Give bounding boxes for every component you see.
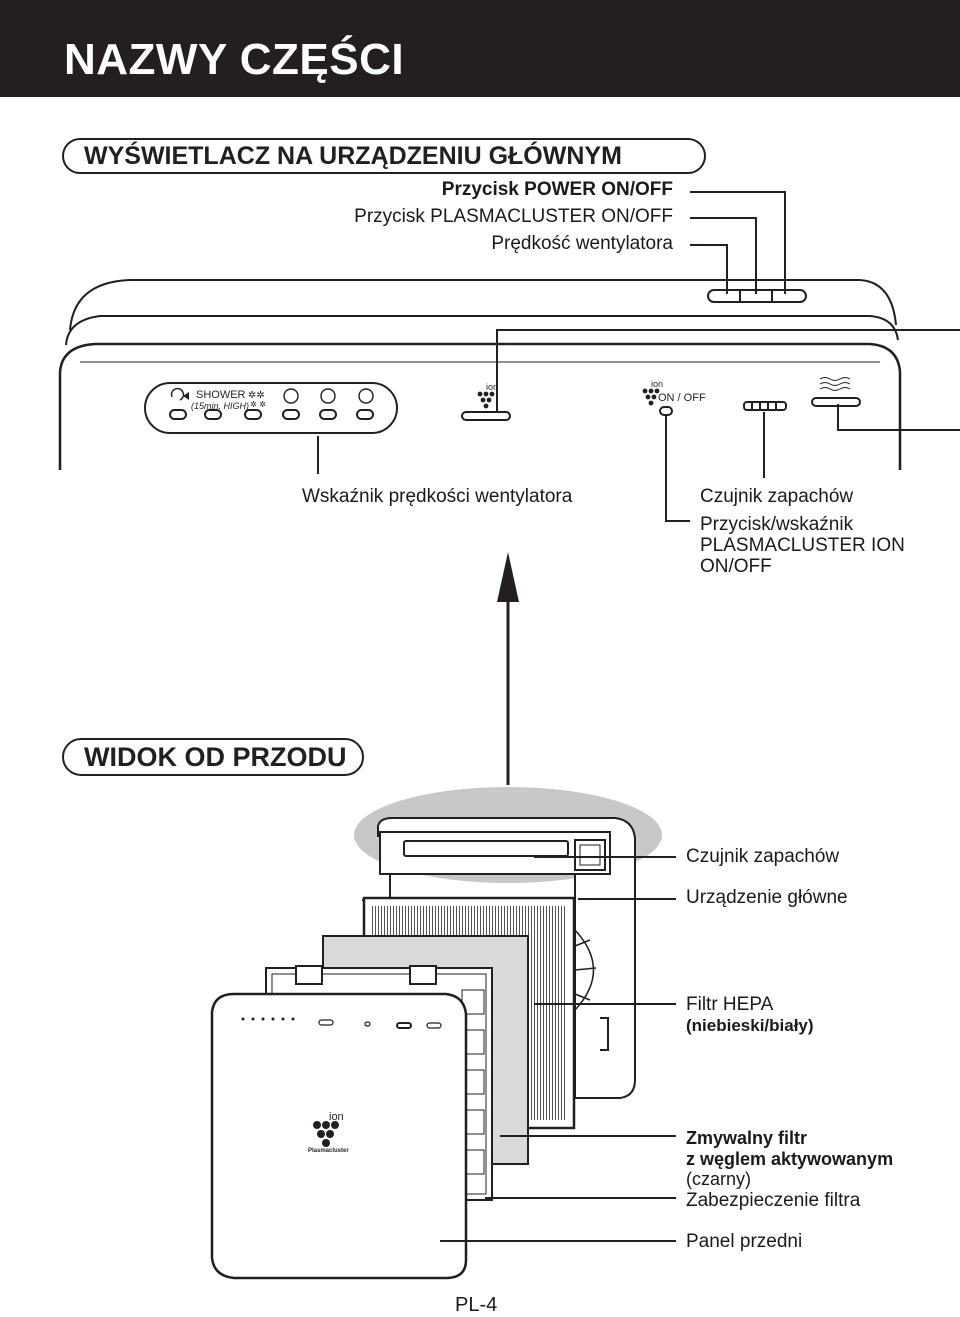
label-odor-sensor-front: Czujnik zapachów [686, 846, 840, 867]
label-odor-sensor-top: Czujnik zapachów [700, 486, 854, 507]
shower-sub-label: (15min. HIGH) [191, 401, 249, 411]
label-main-unit: Urządzenie główne [686, 887, 848, 908]
front-panel-logo-icon [313, 1121, 339, 1147]
front-panel-ion-label: ion [329, 1111, 344, 1123]
svg-text:✲ ✲: ✲ ✲ [250, 400, 266, 409]
svg-text:✲✲: ✲✲ [248, 390, 265, 401]
main-unit-drawing [362, 817, 636, 1099]
label-ion-indicator-2: PLASMACLUSTER ION [700, 535, 905, 556]
label-carbon-2: z węglem aktywowanym [686, 1149, 894, 1169]
front-panel-controls [318, 1019, 442, 1029]
label-carbon-1: Zmywalny filtr [686, 1128, 808, 1148]
label-hepa-2: (niebieski/biały) [686, 1016, 814, 1035]
front-panel-brand-label: Plasmacluster [308, 1148, 349, 1154]
page-header: NAZWY CZĘŚCI [0, 0, 960, 97]
leader-lines-front [440, 856, 676, 1242]
label-ion-indicator-3: ON/OFF [700, 556, 772, 577]
arrow-up-icon [497, 552, 519, 602]
label-carbon-3: (czarny) [686, 1169, 752, 1189]
label-fan-indicator: Wskaźnik prędkości wentylatora [302, 486, 573, 507]
fan-arc [574, 929, 597, 1011]
shower-label: SHOWER [196, 389, 246, 401]
leader-lines-top [317, 191, 960, 785]
page-title: NAZWY CZĘŚCI [64, 35, 405, 84]
device-top-drawing [58, 279, 902, 470]
label-hepa-1: Filtr HEPA [686, 994, 774, 1015]
label-plasmacluster-button: Przycisk PLASMACLUSTER ON/OFF [354, 206, 673, 227]
label-front-panel: Panel przedni [686, 1231, 803, 1252]
plasmacluster-logo-icon [477, 388, 660, 409]
label-fan-speed: Prędkość wentylatora [491, 233, 673, 254]
label-power-button: Przycisk POWER ON/OFF [441, 179, 673, 200]
section-front-title: WIDOK OD PRZODU [62, 738, 364, 776]
front-panel-drawing [210, 992, 468, 1280]
label-filter-guard: Zabezpieczenie filtra [686, 1190, 861, 1211]
section-display-title: WYŚWIETLACZ NA URZĄDZENIU GŁÓWNYM [62, 138, 706, 174]
mode-icons: ✲✲ ✲ ✲ [183, 390, 266, 409]
ion-label-2: ion [651, 379, 663, 389]
page-number: PL-4 [455, 1294, 498, 1316]
ion-label: ion [486, 382, 498, 392]
label-ion-indicator-1: Przycisk/wskaźnik [700, 514, 854, 535]
front-panel-dots [241, 1017, 295, 1021]
on-off-label: ON / OFF [658, 392, 706, 404]
